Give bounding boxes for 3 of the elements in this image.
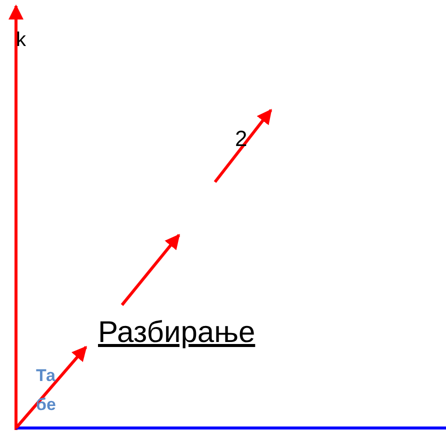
side-text: Та бе (36, 365, 57, 416)
heading-text: Разбирање (98, 318, 256, 348)
step-number: 2 (235, 128, 248, 150)
